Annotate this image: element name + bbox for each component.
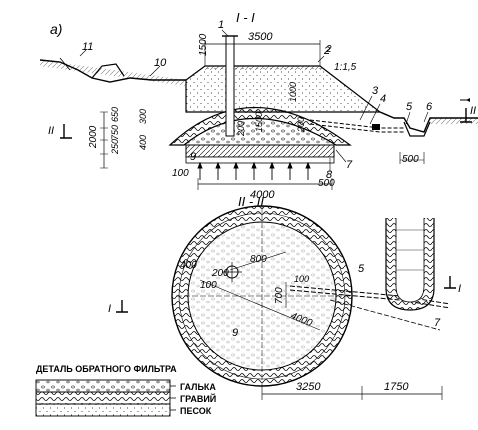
dim-700: 700: [274, 287, 285, 304]
dim-300: 300: [138, 109, 148, 124]
ditch: [403, 121, 431, 137]
spoil-heap: [91, 63, 125, 79]
chamber-gravel: [183, 118, 338, 146]
layer-gravel: [35, 391, 171, 405]
callout-5-plan: 5: [358, 263, 365, 275]
mark-i-left: I: [108, 303, 111, 315]
plan-2-2: [116, 205, 456, 400]
mark-i-right: I: [458, 283, 461, 295]
dim-100: 100: [172, 168, 189, 179]
legend-sand: ПЕСОК: [180, 406, 212, 416]
dim-250: 250: [110, 139, 120, 155]
vent-pipe: [225, 35, 235, 137]
dim-1500-inner: 1500: [254, 112, 264, 132]
legend-pebble: ГАЛЬКА: [180, 382, 216, 392]
dim-1000: 1000: [288, 82, 298, 102]
dim-3500: 3500: [248, 31, 273, 43]
mark-ii-right: II: [470, 105, 476, 117]
dim-1-1-5: 1:1,5: [334, 62, 357, 73]
dim-1500-top: 1500: [198, 33, 209, 56]
dim-650: 650: [110, 107, 120, 122]
callout-2: 2: [323, 45, 330, 57]
dim-400-plan: 400: [180, 260, 197, 271]
filter-detail-title: ДЕТАЛЬ ОБРАТНОГО ФИЛЬТРА: [36, 364, 177, 374]
figure-label: а): [50, 21, 62, 37]
dim-4000: 4000: [250, 189, 275, 201]
section-title-bottom: II - II: [238, 194, 264, 209]
dim-500-b: 500: [402, 154, 419, 165]
labels: а) I - I II - II II II I I 1500 3500 2 1…: [36, 10, 476, 416]
callout-10: 10: [154, 57, 167, 69]
layer-pebble: [35, 379, 171, 393]
dim-100-plan-b: 100: [294, 274, 309, 284]
dim-100-plan: 100: [200, 280, 217, 291]
dim-800: 800: [250, 254, 267, 265]
callout-4: 4: [380, 93, 386, 105]
dim-3250: 3250: [296, 381, 321, 393]
callout-6: 6: [426, 101, 433, 113]
mark-ii-left: II: [48, 125, 54, 137]
layer-sand: [35, 403, 171, 417]
section-1-1: [39, 29, 478, 190]
dim-1750: 1750: [384, 381, 409, 393]
dim-750: 750: [110, 125, 120, 140]
callout-11: 11: [82, 41, 93, 53]
section-title-top: I - I: [236, 10, 255, 25]
dim-500-a: 500: [318, 178, 335, 189]
dim-200-a: 200: [236, 121, 246, 137]
callout-1: 1: [218, 19, 224, 31]
callout-7-plan: 7: [434, 317, 441, 329]
callout-5: 5: [406, 101, 413, 113]
dim-slope: 2: [325, 44, 332, 55]
outlet-pipe-top: [309, 119, 404, 129]
callout-8: 8: [326, 169, 333, 181]
dim-2000: 2000: [88, 125, 99, 149]
legend-gravel: ГРАВИЙ: [180, 393, 216, 404]
base-slab: [185, 144, 335, 158]
callout-3: 3: [372, 85, 379, 97]
outlet-pipe-plan: [289, 285, 451, 305]
callout-9-plan: 9: [232, 327, 238, 339]
dim-400: 400: [138, 135, 148, 150]
callout-9: 9: [190, 151, 196, 163]
dim-200-plan: 200: [211, 268, 229, 279]
filter-detail: [35, 379, 176, 417]
inflow-arrows: [197, 161, 311, 180]
callout-7: 7: [346, 159, 353, 171]
dim-200-b: 200: [296, 117, 306, 133]
